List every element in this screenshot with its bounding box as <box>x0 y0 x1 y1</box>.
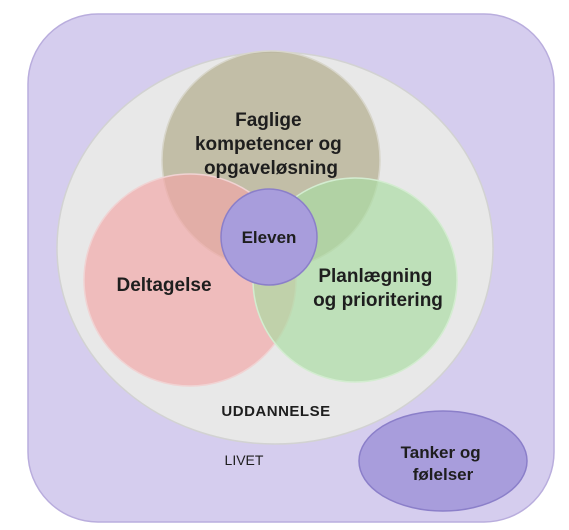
planlaegning-line-2: og prioritering <box>313 290 443 311</box>
tanker-label: Tanker og følelser <box>401 443 486 484</box>
planlaegning-line-1: Planlægning <box>318 266 432 287</box>
tanker-line-1: Tanker og <box>401 443 481 462</box>
faglige-label: Faglige kompetencer og opgaveløsning <box>195 110 347 179</box>
uddannelse-label: UDDANNELSE <box>221 403 330 420</box>
faglige-line-2: kompetencer og <box>195 134 342 155</box>
deltagelse-line-1: Deltagelse <box>116 275 211 296</box>
livet-label: LIVET <box>225 452 264 468</box>
planlaegning-label: Planlægning og prioritering <box>313 266 443 311</box>
deltagelse-label: Deltagelse <box>116 275 211 296</box>
faglige-line-1: Faglige <box>235 110 302 131</box>
faglige-line-3: opgaveløsning <box>204 158 338 179</box>
eleven-circle <box>220 188 318 286</box>
tanker-line-2: følelser <box>413 465 474 484</box>
eleven-label: Eleven <box>242 228 297 247</box>
tanker-bubble <box>358 410 528 512</box>
